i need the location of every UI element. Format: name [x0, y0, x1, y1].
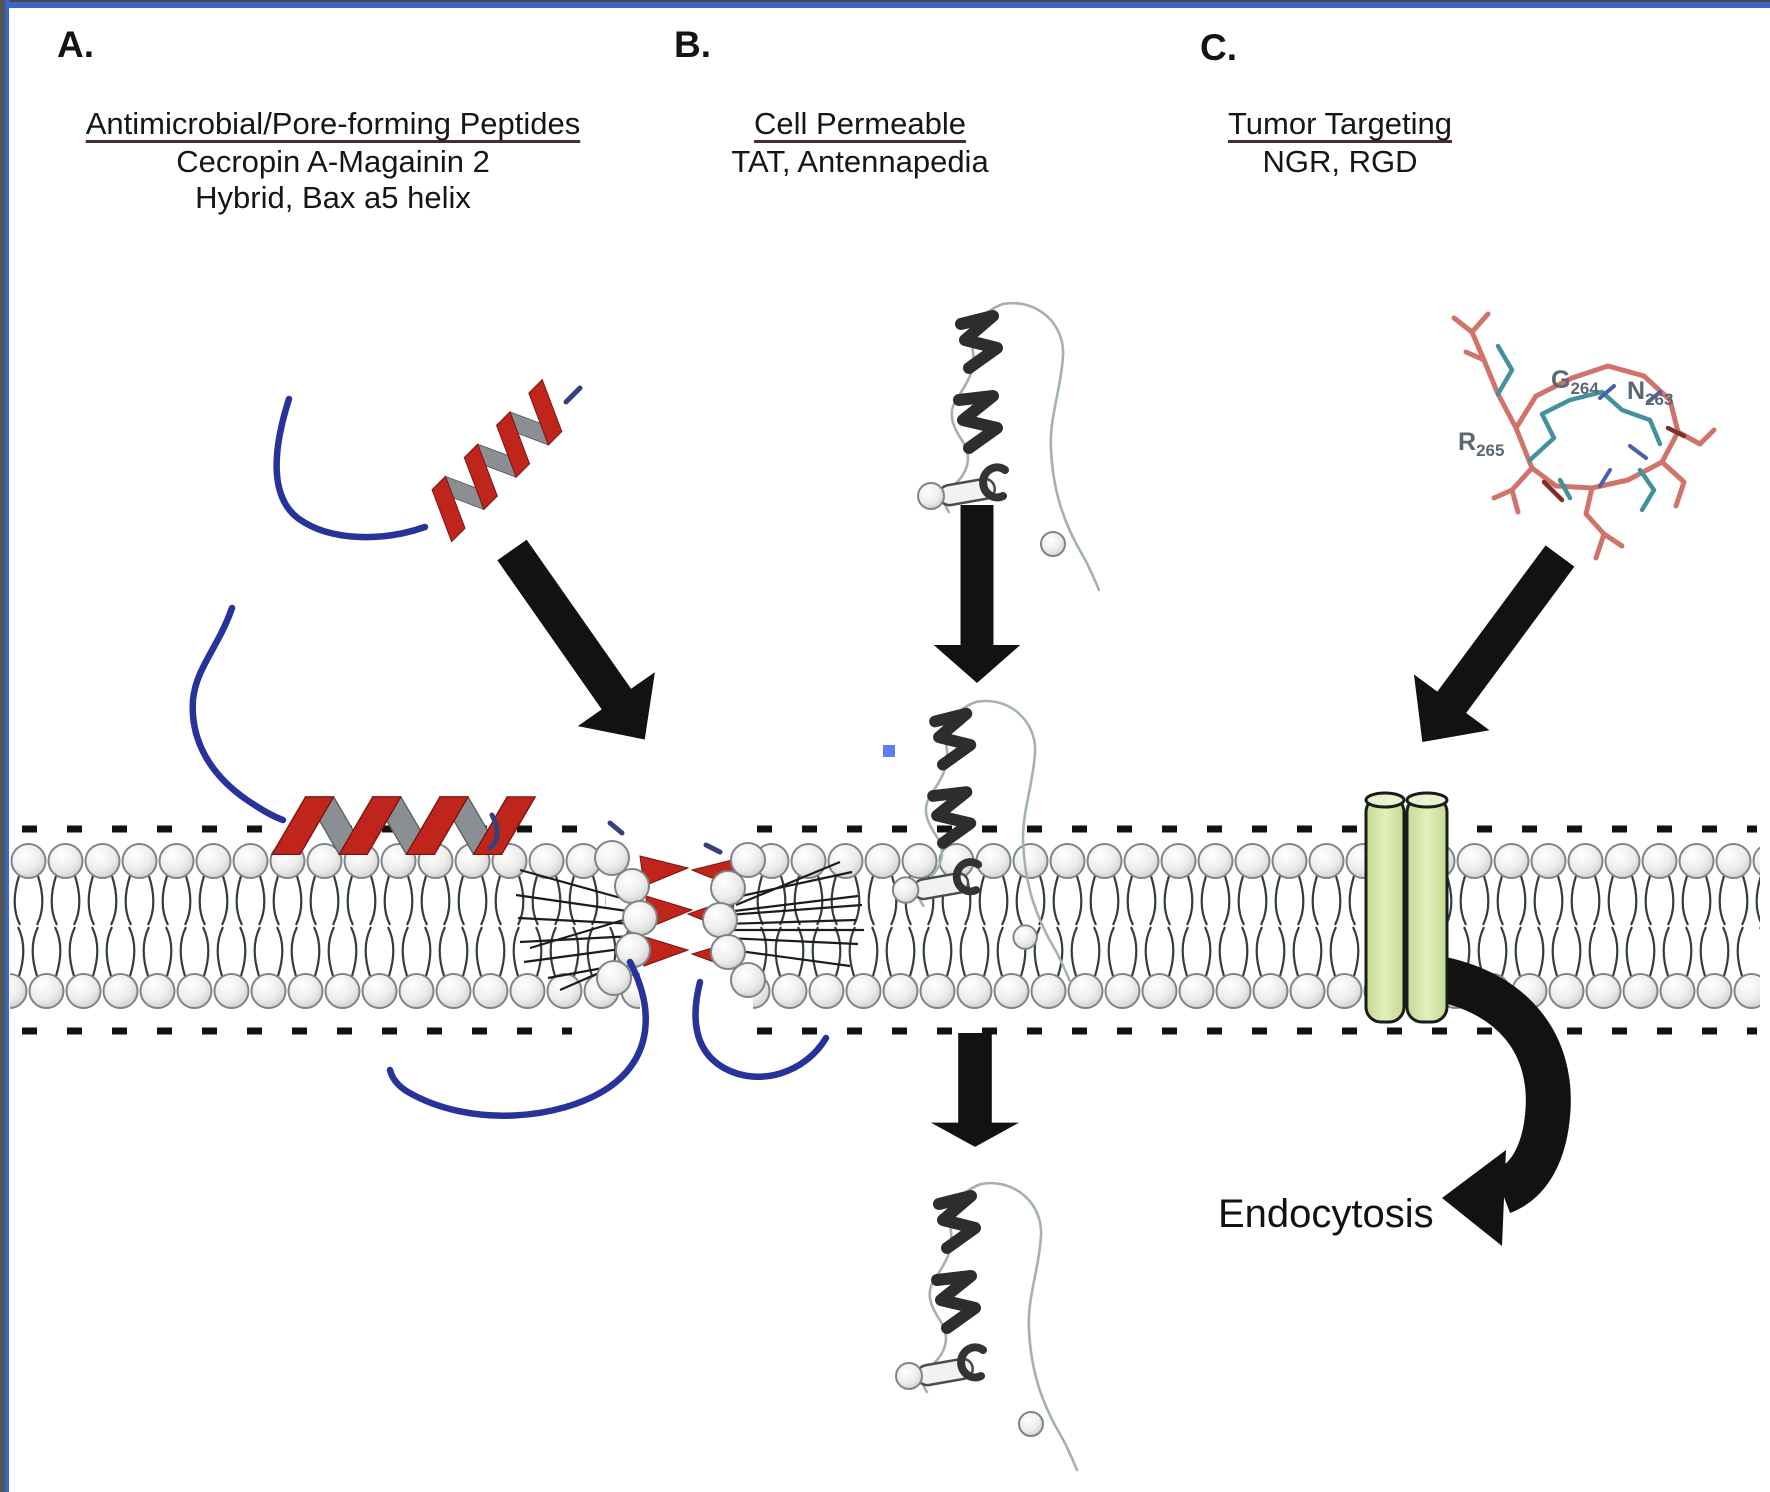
- panel-b-letter: B.: [674, 24, 711, 65]
- panel-c-subtitle: NGR, RGD: [1262, 144, 1418, 179]
- panel-a-header: Antimicrobial/Pore-forming Peptides Cecr…: [28, 106, 638, 216]
- tat-peptide-above: [918, 303, 1099, 590]
- panel-b-subtitle: TAT, Antennapedia: [731, 144, 989, 179]
- arrow-b-exit: [930, 1033, 1020, 1147]
- panel-c-title: Tumor Targeting: [1228, 106, 1452, 141]
- frame-top-border: [0, 0, 1770, 8]
- panel-a-title: Antimicrobial/Pore-forming Peptides: [85, 106, 581, 141]
- panel-c-letter: C.: [1200, 27, 1237, 68]
- panel-a-subtitle-1: Cecropin A-Magainin 2: [176, 144, 490, 179]
- pore-peptide-tail-right: [692, 978, 830, 1080]
- panel-b-header: Cell Permeable TAT, Antennapedia: [630, 106, 1090, 180]
- blue-square-mark: [883, 745, 895, 757]
- rgd-stick-model: [1451, 311, 1717, 561]
- endocytosis-label: Endocytosis: [1218, 1192, 1434, 1236]
- panel-b-title: Cell Permeable: [754, 106, 966, 141]
- panel-a-subtitle-2: Hybrid, Bax a5 helix: [195, 180, 471, 215]
- endocytosis-arrow: [1414, 952, 1571, 1246]
- panel-c-header: Tumor Targeting NGR, RGD: [1110, 106, 1570, 180]
- receptor-cylinders: [1364, 791, 1449, 1024]
- arrow-a: [473, 523, 684, 767]
- membrane-bilayer: [10, 825, 1760, 1035]
- residue-label-n263: N263: [1627, 377, 1674, 409]
- arrow-b-entry: [933, 505, 1021, 683]
- frame-left-border: [0, 0, 9, 1492]
- pore-peptide-tail-left: [386, 958, 649, 1119]
- panel-a-letter: A.: [57, 24, 94, 65]
- residue-label-r265: R265: [1458, 428, 1505, 460]
- membrane-bound-helix: [189, 604, 536, 856]
- residue-label-g264: G264: [1551, 366, 1599, 398]
- free-helix-peptide: [273, 379, 583, 543]
- tat-peptide-below: [896, 1183, 1077, 1470]
- negative-charge-dashes: [22, 825, 1757, 1035]
- arrow-c: [1384, 528, 1598, 770]
- membrane-pore: [386, 820, 864, 1119]
